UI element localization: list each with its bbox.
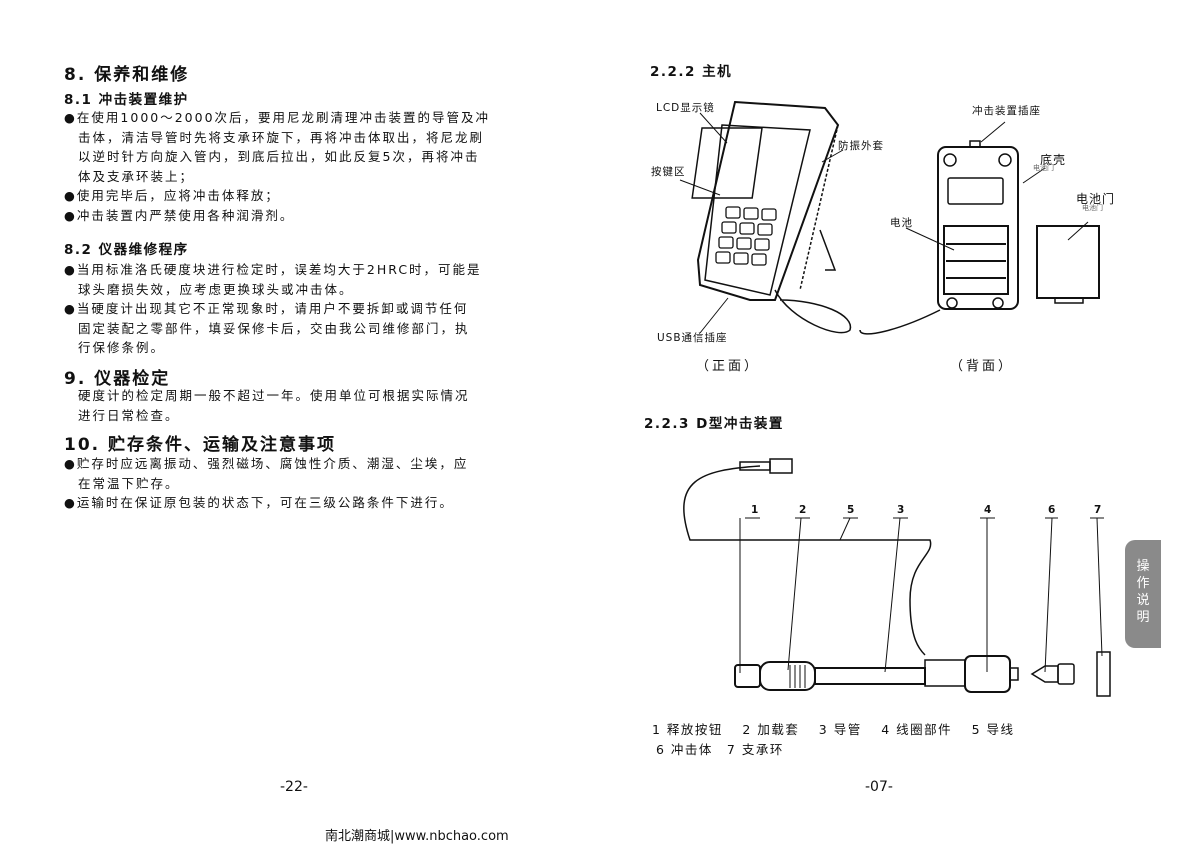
- front-device-illustration: [691, 100, 852, 334]
- tab-char: 操: [1136, 559, 1150, 574]
- label-shock-case: 防振外套: [838, 140, 884, 152]
- text-line: ●当硬度计出现其它不正常现象时，请用户不要拆卸或调节任何: [64, 301, 469, 317]
- tab-char: 明: [1136, 610, 1150, 625]
- parts-legend-line-1: 1 释放按钮 2 加载套 3 导管 4 线圈部件 5 导线: [652, 722, 1015, 737]
- parts-legend-line-2: 6 冲击体 7 支承环: [656, 742, 784, 757]
- label-door-sub: 电池门: [1082, 204, 1103, 212]
- section-8-1-body: ●在使用1000～2000次后，要用尼龙刷清理冲击装置的导管及冲 击体，清洁导管…: [64, 108, 490, 226]
- label-keys: 按键区: [651, 166, 686, 178]
- section-8-2-body: ●当用标准洛氏硬度块进行检定时，误差均大于2HRC时，可能是 球头磨损失效，应考…: [64, 260, 482, 358]
- page-number-left: -22-: [280, 779, 308, 795]
- label-battery: 电池: [890, 217, 913, 229]
- text-line: 在常温下贮存。: [78, 475, 180, 491]
- section-10-title: 10. 贮存条件、运输及注意事项: [64, 435, 337, 455]
- part-number: 2: [799, 504, 808, 516]
- tab-char: 作: [1136, 576, 1150, 591]
- section-2-2-3-title: 2.2.3 D型冲击装置: [644, 416, 784, 432]
- leader-lines: [679, 112, 1089, 334]
- part-number: 6: [1048, 504, 1057, 516]
- text-line: ●在使用1000～2000次后，要用尼龙刷清理冲击装置的导管及冲: [64, 110, 491, 125]
- text-line: 以逆时针方向旋入管内，到底后拉出，如此反复5次，再将冲击: [78, 149, 480, 165]
- part-number: 1: [751, 504, 760, 516]
- section-8-title: 8. 保养和维修: [64, 65, 190, 85]
- section-2-2-2-title: 2.2.2 主机: [650, 64, 733, 80]
- section-9-title: 9. 仪器检定: [64, 369, 171, 389]
- part-number: 5: [847, 504, 856, 516]
- impact-device-illustration: [683, 458, 1111, 697]
- text-line: 硬度计的检定周期一般不超过一年。使用单位可根据实际情况: [78, 388, 470, 403]
- label-shell-sub: 电池门: [1033, 164, 1054, 172]
- tab-char: 说: [1136, 593, 1150, 608]
- text-line: 固定装配之零部件，填妥保修卡后，交由我公司维修部门，执: [78, 320, 470, 336]
- footer-watermark: 南北潮商城|www.nbchao.com: [325, 829, 509, 844]
- label-battery-door: 电池门: [1076, 192, 1116, 206]
- text-line: ●使用完毕后，应将冲击体释放；: [64, 188, 280, 204]
- text-line: 进行日常检查。: [78, 407, 180, 423]
- back-device-illustration: [859, 140, 1100, 335]
- text-line: ●贮存时应远离振动、强烈磁场、腐蚀性介质、潮湿、尘埃，应: [64, 456, 469, 471]
- side-tab-operation-manual: 操 作 说 明: [1125, 540, 1161, 648]
- page-number-right: -07-: [865, 779, 893, 795]
- part-number: 4: [984, 504, 993, 516]
- part-number: 3: [897, 504, 906, 516]
- section-9-body: 硬度计的检定周期一般不超过一年。使用单位可根据实际情况 进行日常检查。: [64, 386, 470, 425]
- text-line: 球头磨损失效，应考虑更换球头或冲击体。: [78, 281, 354, 297]
- part-number: 7: [1094, 504, 1103, 516]
- caption-front: （正面）: [696, 359, 761, 374]
- text-line: 体及支承环装上；: [78, 168, 195, 184]
- text-line: ●运输时在保证原包装的状态下，可在三级公路条件下进行。: [64, 495, 454, 511]
- text-line: 击体，清洁导管时先将支承环旋下，再将冲击体取出，将尼龙刷: [78, 129, 485, 145]
- section-10-body: ●贮存时应远离振动、强烈磁场、腐蚀性介质、潮湿、尘埃，应 在常温下贮存。 ●运输…: [64, 454, 468, 513]
- label-shell: 底壳: [1040, 153, 1067, 167]
- label-usb: USB通信插座: [657, 332, 728, 344]
- label-socket: 冲击装置插座: [972, 105, 1041, 117]
- label-lcd: LCD显示镜: [656, 102, 715, 114]
- section-8-2-title: 8.2 仪器维修程序: [64, 242, 189, 258]
- text-line: ●当用标准洛氏硬度块进行检定时，误差均大于2HRC时，可能是: [64, 262, 482, 277]
- caption-back: （背面）: [950, 359, 1015, 374]
- section-8-1-title: 8.1 冲击装置维护: [64, 92, 189, 108]
- text-line: 行保修条例。: [78, 340, 166, 356]
- text-line: ●冲击装置内严禁使用各种润滑剂。: [64, 207, 295, 223]
